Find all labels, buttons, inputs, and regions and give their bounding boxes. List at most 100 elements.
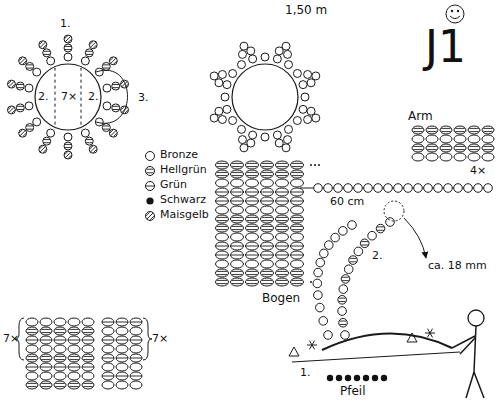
- bead: [40, 363, 52, 371]
- bead-stripe: [276, 192, 289, 193]
- bead-hatch: [20, 58, 26, 64]
- bead-stripe: [232, 271, 242, 272]
- bead-stripe: [455, 149, 465, 150]
- bead: [454, 184, 463, 193]
- bead: [291, 179, 304, 187]
- bead-stripe: [130, 322, 142, 323]
- bead-stripe: [292, 217, 302, 218]
- thread-path: [55, 68, 56, 127]
- bead-stripe: [116, 376, 128, 377]
- bead-stripe: [217, 229, 227, 230]
- bead-stripe: [292, 271, 302, 272]
- bead-stripe: [26, 125, 32, 126]
- bead-stripe: [483, 128, 493, 129]
- bead-stripe: [231, 255, 244, 256]
- bead: [216, 278, 229, 286]
- bead: [216, 233, 229, 241]
- bead: [238, 136, 246, 144]
- bead: [276, 233, 289, 241]
- bead: [231, 197, 244, 205]
- bead: [246, 161, 259, 169]
- bead-stripe: [277, 271, 287, 272]
- bead: [68, 318, 80, 326]
- bead: [218, 116, 226, 124]
- bead-stripe: [413, 128, 423, 129]
- bead-stripe: [277, 172, 287, 173]
- bead: [109, 129, 117, 137]
- bead-hatch: [40, 146, 46, 152]
- bead-stripe: [68, 340, 80, 341]
- continuation-dot: [318, 164, 320, 166]
- bead: [116, 363, 128, 371]
- bead-stripe: [261, 246, 274, 247]
- bead: [293, 117, 301, 125]
- triangle-mark: [289, 347, 299, 356]
- bead-stripe: [231, 201, 244, 202]
- bead-stripe: [361, 241, 368, 242]
- bead: [261, 278, 274, 286]
- bead-stripe: [427, 149, 437, 150]
- bead-stripe: [232, 226, 242, 227]
- bead-stripe: [27, 383, 37, 384]
- bead: [261, 170, 274, 178]
- bead-stripe: [231, 192, 244, 193]
- bead-stripe: [54, 340, 66, 341]
- bead: [39, 41, 47, 49]
- bead: [112, 82, 120, 90]
- bead: [444, 184, 453, 193]
- bead-stripe: [69, 386, 79, 387]
- bead: [261, 215, 274, 223]
- bead: [223, 105, 231, 113]
- flower-disc: [35, 64, 101, 130]
- bead-stripe: [41, 359, 51, 360]
- bead: [291, 161, 304, 169]
- bead-stripe: [217, 274, 227, 275]
- bead-stripe: [26, 340, 38, 341]
- bead: [40, 345, 52, 353]
- bead: [246, 170, 259, 178]
- bead: [218, 70, 226, 78]
- bead-stripe: [247, 172, 257, 173]
- bead-stripe: [246, 246, 259, 247]
- bead-stripe: [232, 166, 242, 167]
- bead: [412, 153, 424, 161]
- bead-stripe: [103, 64, 109, 65]
- bead: [414, 184, 423, 193]
- bead-stripe: [44, 54, 50, 55]
- bead: [102, 124, 110, 132]
- bead-stripe: [247, 166, 257, 167]
- bead-stripe: [413, 149, 423, 150]
- bead: [116, 372, 128, 380]
- bead-stripe: [83, 383, 93, 384]
- bead: [102, 372, 114, 380]
- bead: [64, 44, 72, 52]
- bead-hatch: [43, 149, 46, 152]
- bead: [284, 136, 292, 144]
- figure-head: [468, 310, 484, 326]
- bead: [102, 354, 114, 362]
- bead: [324, 331, 333, 340]
- bead: [246, 179, 259, 187]
- bead: [89, 145, 97, 153]
- bead-stripe: [441, 131, 451, 132]
- bead-stripe: [276, 246, 289, 247]
- smiley-mouth: [450, 16, 460, 19]
- bead-stripe: [247, 175, 257, 176]
- bead: [26, 327, 38, 335]
- bead: [348, 221, 357, 230]
- bead-stripe: [83, 356, 93, 357]
- bead-stripe: [41, 356, 51, 357]
- bead-stripe: [217, 220, 227, 221]
- bead: [231, 224, 244, 232]
- bead-stripe: [54, 367, 66, 368]
- bead: [324, 241, 333, 250]
- bead-stripe: [277, 220, 287, 221]
- bead: [40, 318, 52, 326]
- bead: [276, 179, 289, 187]
- bead-stripe: [277, 226, 287, 227]
- bead: [210, 114, 218, 122]
- bead-stripe: [246, 192, 259, 193]
- bead-stripe: [377, 230, 384, 231]
- bead: [216, 197, 229, 205]
- bead: [54, 363, 66, 371]
